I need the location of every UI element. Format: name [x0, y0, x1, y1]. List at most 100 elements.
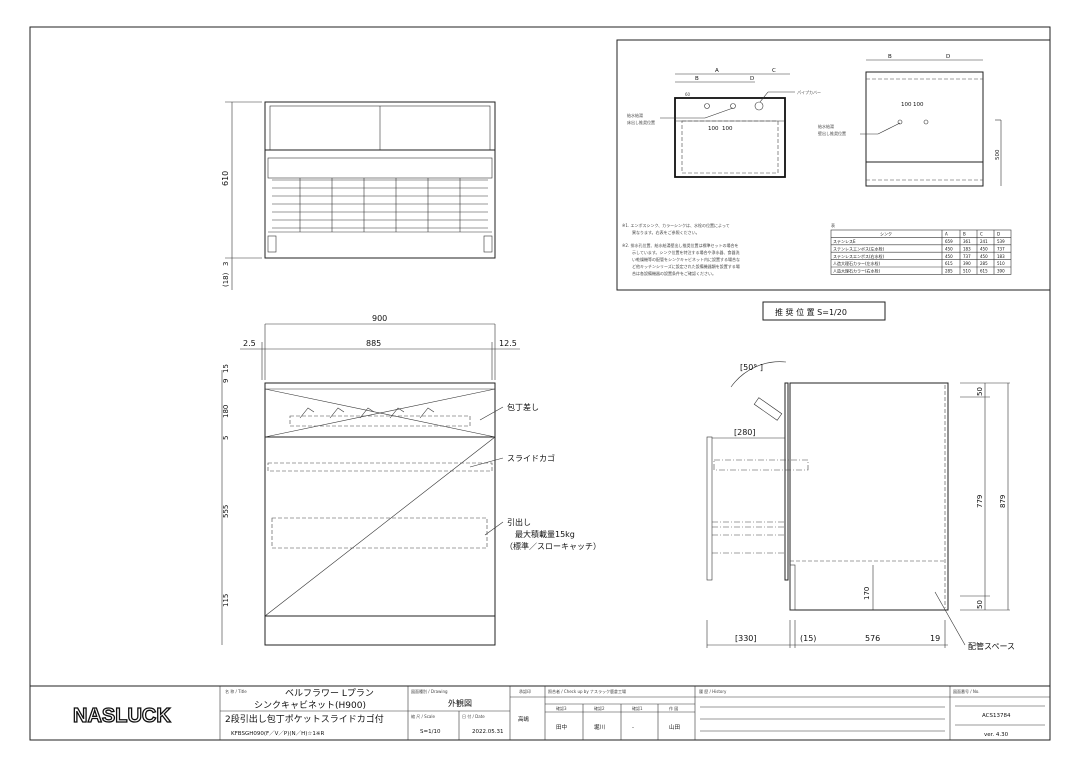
- dim-610: 610: [221, 171, 230, 186]
- dim-19: 19: [930, 634, 940, 643]
- table-cell: 510: [997, 261, 1005, 266]
- table-cell: ステンレスエンボス(左水栓): [833, 245, 885, 251]
- check-header: 作 図: [669, 705, 678, 711]
- left-plan-diagram: A C B D 60 100 100 給水給湯 床出し推奨位置 パイプカバー: [627, 68, 821, 178]
- dim-879: 879: [999, 495, 1007, 508]
- recommended-position-panel: A C B D 60 100 100 給水給湯 床出し推奨位置 パイプカバー B…: [616, 39, 1051, 321]
- table-header: シンク: [880, 231, 892, 237]
- drawing-type: 外観図: [448, 698, 472, 708]
- svg-text:合は各設備機器の設置条件をご確認ください。: 合は各設備機器の設置条件をご確認ください。: [632, 270, 716, 276]
- dim-180: 180: [222, 405, 230, 418]
- label-drawer: 引出し: [507, 517, 531, 527]
- svg-text:給水給湯: 給水給湯: [627, 112, 643, 118]
- svg-text:500: 500: [995, 149, 1001, 160]
- svg-text:縮 尺 / Scale: 縮 尺 / Scale: [411, 713, 435, 719]
- right-wall-diagram: B D 100 100 給水給湯 壁出し推奨位置 500: [818, 54, 1002, 187]
- svg-text:パイプカバー: パイプカバー: [797, 89, 821, 95]
- table-cell: 285: [945, 269, 953, 274]
- dim-5: 5: [222, 436, 230, 440]
- svg-text:B: B: [695, 76, 699, 82]
- product-code: KFBSGH090(F／V／P)(N／H)☆1※R: [231, 730, 324, 737]
- dim-170: 170: [863, 587, 871, 600]
- svg-text:C: C: [772, 68, 776, 74]
- table-header: D: [997, 232, 1000, 237]
- check-signer: 山田: [669, 723, 680, 731]
- check-header: 確認2: [594, 705, 605, 711]
- check-signer: -: [632, 725, 634, 731]
- dim-12-5: 12.5: [499, 339, 517, 348]
- svg-text:60: 60: [685, 92, 691, 97]
- svg-text:異なります。右表をご参照ください。: 異なります。右表をご参照ください。: [632, 229, 700, 235]
- label-catch-type: （標準／スローキャッチ）: [505, 541, 601, 551]
- svg-text:照合者 / Check up by ナスラック鹿倉工場: 照合者 / Check up by ナスラック鹿倉工場: [548, 688, 626, 694]
- table-cell: 615: [945, 261, 953, 266]
- dim-15-side: (15): [800, 634, 816, 643]
- table-cell: 737: [963, 254, 971, 259]
- dim-115: 115: [222, 594, 230, 607]
- svg-text:壁出し推奨位置: 壁出し推奨位置: [818, 130, 846, 136]
- table-cell: 539: [997, 239, 1005, 244]
- dim-15: 15: [222, 364, 230, 373]
- table-cell: 737: [997, 246, 1005, 251]
- dim-900: 900: [372, 314, 387, 323]
- dim-3: 3: [222, 262, 230, 266]
- dim-330: [330]: [735, 634, 757, 643]
- table-cell: 450: [980, 246, 988, 251]
- svg-text:示しています。シンク位置を特注する場合や浄水器、食器洗: 示しています。シンク位置を特注する場合や浄水器、食器洗: [632, 249, 739, 255]
- dim-885: 885: [366, 339, 381, 348]
- svg-text:い乾燥機等の配管をシンクキャビネット内に設置する場合な: い乾燥機等の配管をシンクキャビネット内に設置する場合な: [632, 256, 740, 262]
- label-max-load: 最大積載量15kg: [515, 529, 575, 539]
- table-cell: 人造大理石カラー(右水栓): [833, 268, 881, 274]
- check-header: 確認1: [632, 705, 643, 711]
- label-pipe-space: 配管スペース: [968, 641, 1015, 651]
- svg-text:100: 100: [708, 126, 719, 132]
- svg-text:図面番号 / No.: 図面番号 / No.: [953, 688, 980, 694]
- dim-2-5: 2.5: [243, 339, 256, 348]
- table-header: C: [980, 232, 983, 237]
- recommended-caption: 推 奨 位 置 S=1/20: [775, 307, 847, 317]
- nasluck-logo: NASLUCK: [73, 705, 171, 727]
- svg-text:100: 100: [722, 126, 733, 132]
- dim-50-bottom: 50: [976, 600, 984, 609]
- note-1: ※1. エンボスシンク、カラーシンクは、水栓の位置によって: [622, 222, 730, 228]
- table-cell: 183: [963, 246, 971, 251]
- svg-text:名 称 / Title: 名 称 / Title: [225, 688, 247, 694]
- product-description: 2段引出し包丁ポケットスライドカゴ付: [225, 713, 384, 725]
- cabinet-front-view: 900 2.5 885 12.5 9 15 180 5 555 115 包丁差し…: [221, 314, 601, 646]
- svg-text:100: 100: [901, 102, 912, 108]
- svg-text:履 歴 / History: 履 歴 / History: [699, 688, 727, 694]
- dim-555: 555: [222, 505, 230, 518]
- svg-text:D: D: [750, 76, 754, 82]
- svg-text:日 付 / Date: 日 付 / Date: [462, 713, 485, 719]
- svg-text:B: B: [888, 54, 892, 60]
- note-2: ※2. 排水孔位置、給水給湯壁出し推奨位置は標準セットの場合を: [622, 242, 738, 248]
- svg-text:図面種別 / Drawing: 図面種別 / Drawing: [411, 688, 448, 694]
- table-cell: 659: [945, 239, 953, 244]
- table-cell: 450: [980, 254, 988, 259]
- drawing-number: ACS13784: [982, 713, 1011, 719]
- cabinet-side-view: [50° ] [280] 170 [330] (15) 576 19 配管スペー…: [706, 361, 1015, 651]
- table-cell: 390: [997, 269, 1005, 274]
- date-value: 2022.05.31: [472, 729, 504, 735]
- table-cell: 人造大理石カラー(左水栓): [833, 260, 881, 266]
- dim-576: 576: [865, 634, 880, 643]
- dim-50-top: 50: [976, 387, 984, 396]
- table-cell: 285: [980, 261, 988, 266]
- svg-text:100: 100: [913, 102, 924, 108]
- table-cell: 390: [963, 261, 971, 266]
- table-cell: 450: [945, 246, 953, 251]
- table-cell: 361: [963, 239, 971, 244]
- scale-value: S=1/10: [420, 729, 441, 735]
- table-header: B: [963, 232, 966, 237]
- dim-9: 9: [222, 379, 230, 383]
- dim-280: [280]: [734, 428, 756, 437]
- table-cell: 183: [997, 254, 1005, 259]
- table-cell: ステンレスE: [833, 238, 856, 244]
- approved-by: 高嶋: [518, 715, 530, 723]
- svg-text:表: 表: [831, 222, 835, 228]
- table-header: A: [945, 232, 948, 237]
- dim-angle: [50° ]: [740, 363, 763, 372]
- svg-text:D: D: [946, 54, 950, 60]
